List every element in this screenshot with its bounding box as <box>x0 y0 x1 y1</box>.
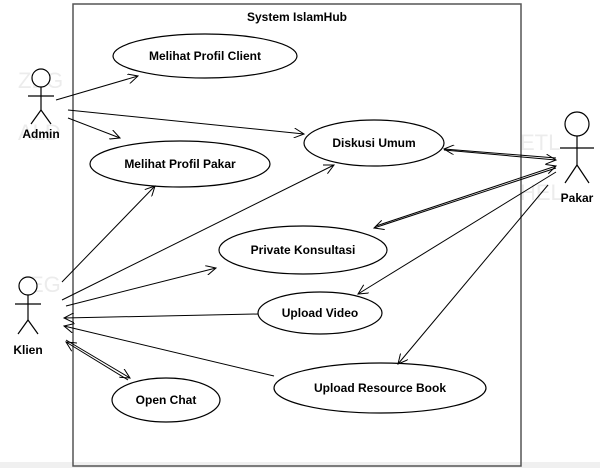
assoc-pakar-upload-video <box>358 171 557 294</box>
use-case-private-konsultasi[interactable]: Private Konsultasi <box>218 225 388 275</box>
use-case-label: Melihat Profil Client <box>149 49 261 63</box>
assoc-upload-video-klien <box>64 314 259 318</box>
assoc-open-chat-klien <box>66 342 129 381</box>
use-case-label: Melihat Profil Pakar <box>124 157 236 171</box>
actor-pakar-label: Pakar <box>561 191 594 205</box>
svg-text:ALD: ALD <box>18 120 61 145</box>
use-case-label: Private Konsultasi <box>251 243 356 257</box>
svg-text:ETL: ETL <box>520 130 560 155</box>
use-case-upload-video[interactable]: Upload Video <box>257 291 383 335</box>
use-case-label: Diskusi Umum <box>332 136 415 150</box>
assoc-upload-resource-klien <box>64 326 275 377</box>
assoc-private-konsultasi-pakar <box>375 166 556 227</box>
use-case-label: Upload Resource Book <box>314 381 446 395</box>
assoc-klien-open-chat <box>65 339 130 378</box>
assoc-diskusi-umum-pakar <box>443 149 556 160</box>
assoc-pakar-private-konsultasi <box>374 167 557 228</box>
use-case-diskusi-umum[interactable]: Diskusi Umum <box>303 119 445 167</box>
use-case-melihat-profil-client[interactable]: Melihat Profil Client <box>112 33 298 79</box>
assoc-klien-private-konsultasi <box>65 268 216 307</box>
system-title: System IslamHub <box>247 10 347 24</box>
use-case-melihat-profil-pakar[interactable]: Melihat Profil Pakar <box>89 140 271 188</box>
system-boundary <box>72 3 522 467</box>
assoc-admin-profil-pakar <box>67 117 120 138</box>
assoc-admin-profil-client <box>55 76 138 101</box>
actor-klien-label: Klien <box>13 343 42 357</box>
use-case-label: Open Chat <box>136 393 197 407</box>
use-case-label: Upload Video <box>282 306 358 320</box>
associations <box>55 76 557 381</box>
assoc-klien-diskusi-umum <box>61 165 334 301</box>
actor-admin[interactable] <box>28 68 54 125</box>
use-case-open-chat[interactable]: Open Chat <box>111 377 221 423</box>
assoc-pakar-upload-resource <box>398 184 549 364</box>
actor-admin-label: Admin <box>22 127 59 141</box>
use-case-upload-resource-book[interactable]: Upload Resource Book <box>273 362 487 414</box>
actor-klien[interactable] <box>15 276 41 335</box>
assoc-klien-profil-pakar <box>61 186 155 283</box>
actor-pakar[interactable] <box>560 111 594 184</box>
assoc-pakar-diskusi-umum <box>444 149 557 159</box>
assoc-admin-diskusi-umum <box>67 109 304 134</box>
